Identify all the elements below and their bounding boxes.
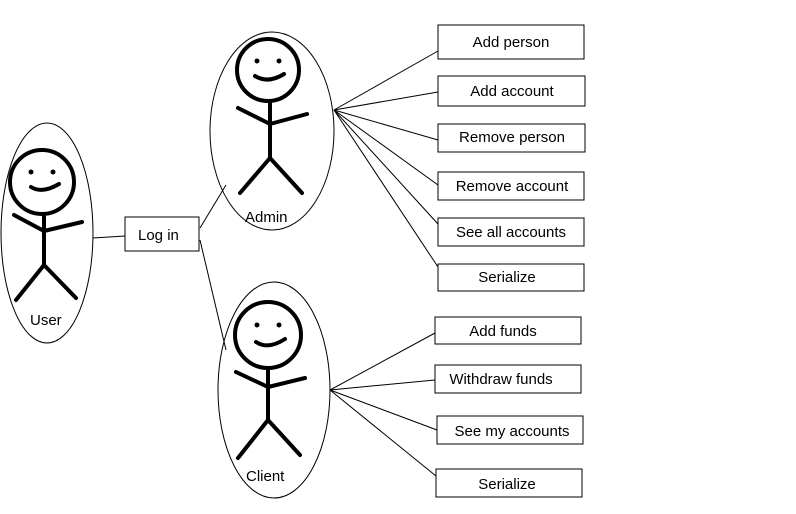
user-login-connector <box>92 235 126 239</box>
admin-connector-see-all-accounts <box>333 109 439 225</box>
client-connector-serialize <box>329 389 437 477</box>
user-ellipse <box>0 122 94 344</box>
admin-connector-add-person <box>333 50 439 111</box>
login-client-connector <box>199 239 227 351</box>
user-actor: User <box>0 122 94 344</box>
use-case-add-person-box <box>437 24 585 60</box>
admin-actor: Admin <box>209 31 335 231</box>
login-box <box>124 216 200 252</box>
use-case-see-my-accounts-box <box>436 415 584 445</box>
use-case-see-my-accounts: See my accounts <box>454 423 569 440</box>
admin-connector-serialize <box>333 109 439 268</box>
login-use-case: Log in <box>124 216 200 252</box>
client-stick-figure <box>233 300 307 460</box>
client-use-cases: Add funds Withdraw funds See my accounts… <box>434 316 584 498</box>
user-label: User <box>30 312 62 329</box>
use-case-withdraw-funds: Withdraw funds <box>449 371 552 388</box>
use-case-add-person: Add person <box>473 34 550 51</box>
admin-stick-figure <box>235 37 309 195</box>
admin-use-cases: Add person Add account Remove person Rem… <box>437 24 586 292</box>
connectors <box>92 50 439 477</box>
admin-connector-remove-account <box>333 109 439 186</box>
use-case-client-serialize-box <box>435 468 583 498</box>
use-case-add-account: Add account <box>470 83 554 100</box>
use-case-add-funds: Add funds <box>469 323 537 340</box>
admin-connector-remove-person <box>333 109 439 141</box>
client-ellipse <box>217 281 331 499</box>
use-case-client-serialize: Serialize <box>478 476 536 493</box>
login-label: Log in <box>138 227 179 244</box>
login-admin-connector <box>199 184 227 229</box>
use-case-add-account-box <box>437 75 586 107</box>
client-connector-add-funds <box>329 332 436 391</box>
user-stick-figure <box>8 148 84 302</box>
use-case-remove-account: Remove account <box>456 178 569 195</box>
use-case-withdraw-funds-box <box>434 364 582 394</box>
admin-ellipse <box>209 31 335 231</box>
client-actor: Client <box>217 281 331 499</box>
client-connector-withdraw-funds <box>329 379 436 391</box>
client-label: Client <box>246 468 285 485</box>
use-case-see-all-accounts-box <box>437 217 585 247</box>
use-case-admin-serialize-box <box>437 263 585 292</box>
admin-label: Admin <box>245 209 288 226</box>
use-case-see-all-accounts: See all accounts <box>456 224 566 241</box>
use-case-add-funds-box <box>434 316 582 345</box>
use-case-remove-person-box <box>437 123 586 153</box>
admin-connector-add-account <box>333 91 439 111</box>
use-case-remove-person: Remove person <box>459 129 565 146</box>
use-case-remove-account-box <box>437 171 585 201</box>
client-connector-see-my-accounts <box>329 389 438 431</box>
use-case-admin-serialize: Serialize <box>478 269 536 286</box>
